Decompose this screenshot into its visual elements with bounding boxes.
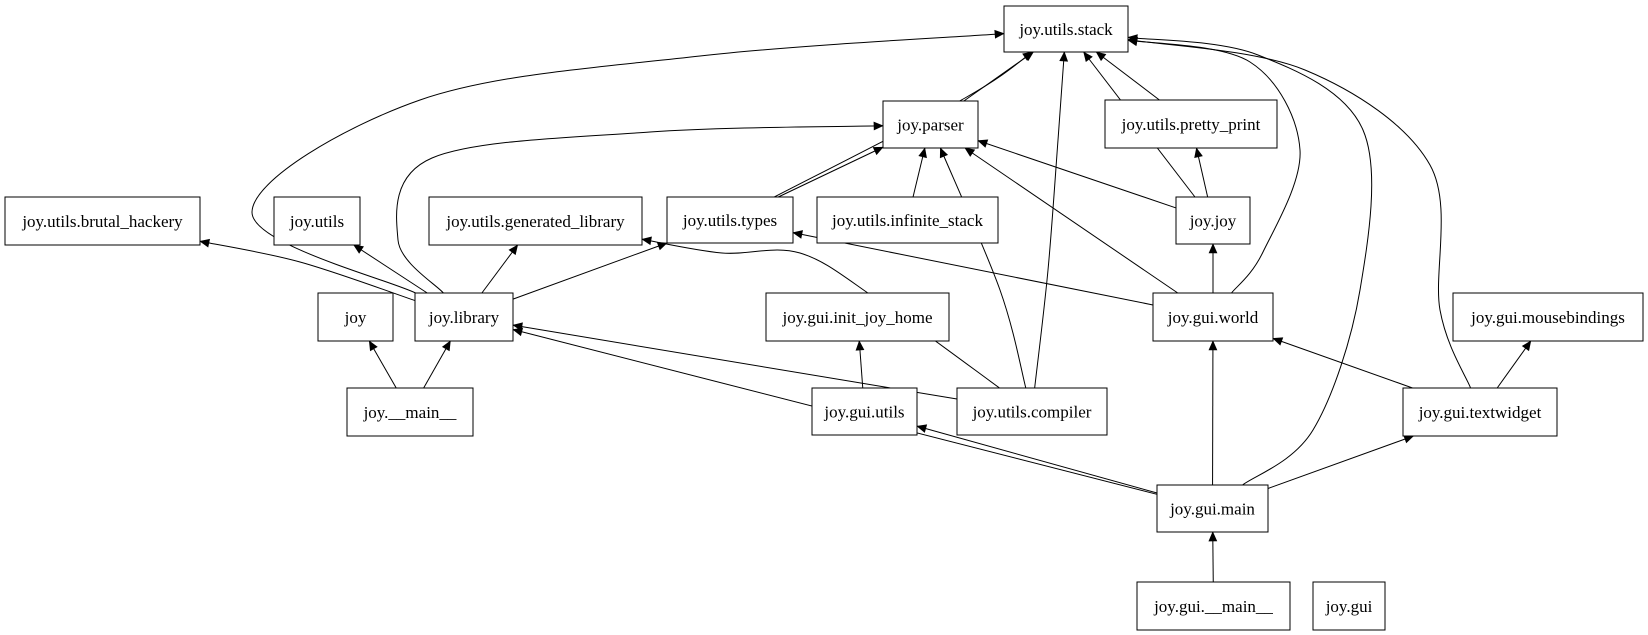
edge-joy.utils.types-imports-joy.parser (778, 146, 884, 198)
node-label: joy.gui (1325, 597, 1373, 616)
node-joy-utils-stack: joy.utils.stack (1003, 5, 1129, 53)
edge-joy.gui.world-imports-joy.utils.types (792, 230, 1154, 306)
node-label: joy.gui.mousebindings (1470, 308, 1625, 327)
node-joy-utils-brutal-hackery: joy.utils.brutal_hackery (4, 196, 201, 246)
edge-joy.utils.compiler-imports-joy.library (512, 322, 958, 400)
node-box (428, 196, 643, 246)
node-box (765, 292, 950, 342)
edge-joy.library-imports-joy.utils (353, 244, 428, 294)
node-box (1452, 292, 1644, 342)
node-label: joy.joy (1189, 212, 1237, 231)
node-box (1104, 99, 1278, 149)
edge-joy.__main__-imports-joy.library (423, 340, 451, 389)
edge-joy.joy-imports-joy.parser (977, 139, 1177, 209)
node-box (273, 196, 361, 246)
node-box (956, 387, 1108, 436)
node-joy-gui-main: joy.gui.main (1156, 484, 1269, 533)
node-label: joy.utils.types (682, 211, 777, 230)
node-box (346, 387, 474, 437)
node-joy-gui-world: joy.gui.world (1152, 292, 1274, 342)
edge-joy.gui.textwidget-imports-joy.gui.world (1272, 337, 1413, 389)
node-joy-main-: joy.__main__ (346, 387, 474, 437)
node-box (317, 292, 394, 342)
node-joy: joy (317, 292, 394, 342)
node-box (1402, 387, 1558, 437)
node-label: joy.__main__ (363, 403, 457, 422)
node-label: joy.gui.init_joy_home (781, 308, 932, 327)
node-joy-utils-generated-library: joy.utils.generated_library (428, 196, 643, 246)
node-label: joy.parser (896, 116, 964, 135)
node-joy-gui-main-: joy.gui.__main__ (1136, 581, 1291, 631)
node-box (1136, 581, 1291, 631)
node-joy-utils: joy.utils (273, 196, 361, 246)
node-box (1156, 484, 1269, 533)
node-box (414, 292, 514, 342)
nodes-layer: joy.utils.stack joy.parser joy.utils.prett… (4, 5, 1644, 631)
node-box (666, 196, 794, 244)
edge-joy.gui.world-imports-joy.parser (964, 147, 1179, 294)
node-joy-gui-mousebindings: joy.gui.mousebindings (1452, 292, 1644, 342)
node-label: joy.utils.pretty_print (1121, 115, 1261, 134)
node-label: joy.gui.textwidget (1418, 403, 1542, 422)
node-joy-utils-types: joy.utils.types (666, 196, 794, 244)
node-label: joy.utils.stack (1018, 20, 1113, 39)
edge-joy.gui.main-imports-joy.utils.stack (1127, 34, 1373, 486)
node-joy-utils-pretty-print: joy.utils.pretty_print (1104, 99, 1278, 149)
node-joy-gui-init-joy-home: joy.gui.init_joy_home (765, 292, 950, 342)
edge-joy.gui.main-imports-joy.gui.textwidget (1267, 435, 1415, 489)
edge-joy.utils.pretty_print-imports-joy.utils.stack (1095, 51, 1160, 101)
edge-joy.joy-imports-joy.utils.pretty_print (1194, 147, 1209, 198)
node-joy-joy: joy.joy (1175, 196, 1251, 245)
edge-joy.gui.world-imports-joy.utils.stack (1127, 37, 1301, 294)
node-box (816, 196, 999, 244)
node-label: joy (344, 308, 367, 327)
node-box (1312, 581, 1386, 631)
node-label: joy.library (428, 308, 500, 327)
node-joy-utils-compiler: joy.utils.compiler (956, 387, 1108, 436)
node-joy-gui-textwidget: joy.gui.textwidget (1402, 387, 1558, 437)
edge-joy.gui.textwidget-imports-joy.utils.stack (1127, 36, 1472, 389)
node-label: joy.utils.compiler (972, 403, 1092, 422)
node-label: joy.gui.utils (823, 403, 904, 422)
node-joy-utils-infinite-stack: joy.utils.infinite_stack (816, 196, 999, 244)
node-label: joy.gui.__main__ (1153, 597, 1273, 616)
node-joy-parser: joy.parser (882, 100, 979, 149)
node-label: joy.gui.main (1169, 500, 1255, 519)
node-joy-gui: joy.gui (1312, 581, 1386, 631)
node-box (882, 100, 979, 149)
edges-layer (199, 29, 1532, 583)
node-joy-library: joy.library (414, 292, 514, 342)
edge-joy.library-imports-joy.utils.types (512, 242, 668, 300)
edge-joy.utils.compiler-imports-joy.parser (939, 147, 1027, 389)
edge-joy.gui.__main__-imports-joy.gui.main (1208, 531, 1218, 583)
node-box (811, 387, 918, 436)
node-box (1003, 5, 1129, 53)
edge-joy.library-imports-joy.parser (396, 121, 884, 294)
node-label: joy.utils (289, 212, 344, 231)
node-box (4, 196, 201, 246)
edge-joy.gui.utils-imports-joy.gui.init_joy_home (855, 340, 865, 389)
edge-joy.utils.infinite_stack-imports-joy.parser (912, 147, 927, 198)
node-box (1175, 196, 1251, 245)
node-label: joy.utils.generated_library (445, 212, 625, 231)
node-label: joy.utils.brutal_hackery (21, 212, 183, 231)
edge-joy.library-imports-joy.utils.stack (251, 29, 1005, 294)
node-label: joy.utils.infinite_stack (831, 211, 983, 230)
edge-joy.library-imports-joy.utils.brutal_hackery (199, 238, 416, 302)
edge-joy.gui.textwidget-imports-joy.gui.mousebindings (1496, 340, 1532, 389)
node-label: joy.gui.world (1167, 308, 1259, 327)
node-joy-gui-utils: joy.gui.utils (811, 387, 918, 436)
edge-joy.__main__-imports-joy (368, 340, 397, 389)
node-box (1152, 292, 1274, 342)
edge-joy.library-imports-joy.utils.generated_library (481, 244, 519, 294)
edge-joy.gui.main-imports-joy.gui.utils (916, 424, 1158, 494)
edge-joy.utils.compiler-imports-joy.utils.stack (1034, 51, 1069, 389)
